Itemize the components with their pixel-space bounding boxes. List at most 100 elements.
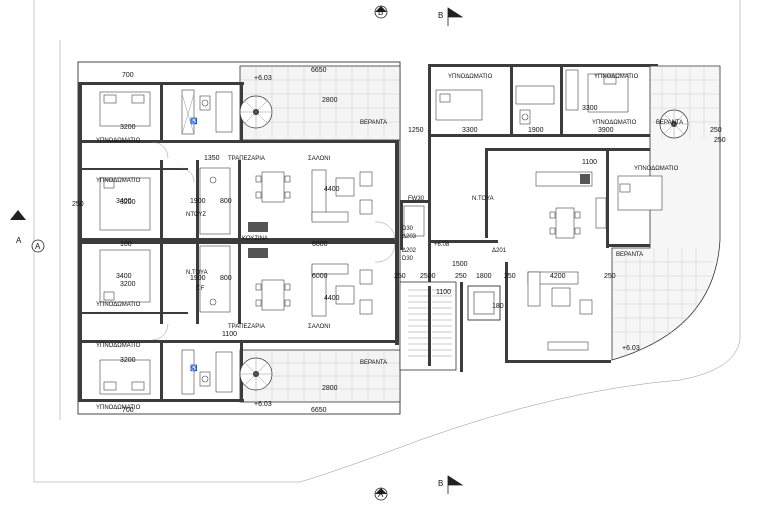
dim-1800: 1800 (476, 273, 492, 280)
room-bedroom-r2: ΥΠΝΟΔΩΜΑΤΙΟ (594, 74, 639, 80)
dim-1100-c: 1100 (436, 289, 451, 296)
room-veranda-r1: ΒΕΡΑΝΤΑ (656, 120, 683, 126)
dim-250-c: 250 (604, 273, 616, 280)
dim-3200-c: 3200 (120, 281, 136, 288)
room-bedroom-3: ΥΠΝΟΔΩΜΑΤΙΟ (96, 302, 141, 308)
dim-6000b: 6000 (312, 273, 328, 280)
dim-3400-a: 3400 (116, 198, 132, 205)
bed-mid-left-2 (99, 249, 151, 303)
dim-700-top: 700 (122, 72, 134, 79)
door-d202: Δ202 (402, 248, 417, 254)
dim-250-g: 250 (72, 201, 84, 208)
room-veranda-r2: ΒΕΡΑΝΤΑ (616, 252, 643, 258)
sofa-bottom (311, 263, 373, 317)
bed-right-2 (587, 73, 629, 113)
sofa-top (311, 169, 373, 223)
dim-1900b: 1900 (528, 127, 544, 134)
dim-3200-b: 3200 (120, 199, 136, 206)
level-bottom-left: +6.03 (254, 401, 272, 408)
room-bedroom-r4: ΥΠΝΟΔΩΜΑΤΙΟ (634, 166, 679, 172)
dim-2800-bot: 2800 (322, 385, 338, 392)
bed-right-1 (435, 89, 483, 121)
room-wc-right: Ν.ΤΟΥΑ (472, 196, 494, 202)
level-right: +6.03 (622, 345, 640, 352)
section-marker-top: B (374, 5, 388, 19)
bed-right-3 (617, 175, 663, 211)
dim-4400-a: 4400 (324, 186, 340, 193)
dim-6000: 6000 (312, 241, 328, 248)
room-dining-bottom: ΤΡΑΠΕΖΑΡΙΑ (228, 324, 265, 330)
corridor-walls (400, 200, 428, 250)
stairwell (399, 281, 501, 372)
room-bedroom-1: ΥΠΝΟΔΩΜΑΤΙΟ (96, 138, 141, 144)
dining-table-bottom (255, 279, 291, 311)
svg-text:♿: ♿ (190, 117, 198, 125)
door-d203: Δ203 (402, 234, 417, 240)
sofa-right (527, 271, 593, 351)
dim-6650-top: 6650 (311, 67, 327, 74)
dim-1500: 1500 (452, 261, 468, 268)
veranda-right (611, 65, 721, 361)
dim-250-b: 250 (504, 273, 516, 280)
dim-250-a: 250 (455, 273, 467, 280)
section-bottom-b: B (438, 479, 443, 488)
plot-boundary (33, 0, 741, 483)
dining-table-right (549, 207, 581, 239)
room-bedroom-5: ΥΠΝΟΔΩΜΑΤΙΟ (96, 405, 141, 411)
room-dining-top: ΤΡΑΠΕΖΑΡΙΑ (228, 156, 265, 162)
dim-2500: 2500 (420, 273, 436, 280)
room-veranda-top: ΒΕΡΑΝΤΑ (360, 120, 387, 126)
dim-800b: 800 (220, 275, 232, 282)
room-tf: T.F (196, 286, 205, 292)
room-bedroom-4: ΥΠΝΟΔΩΜΑΤΙΟ (96, 343, 141, 349)
section-marker-left: A A (10, 210, 45, 253)
dim-1350: 1350 (204, 155, 220, 162)
room-living-bottom: ΣΑΛΟΝΙ (308, 324, 331, 330)
section-marker-left-label: A (35, 242, 41, 251)
dim-250-d: 250 (394, 273, 406, 280)
dim-1250: 1250 (408, 127, 424, 134)
dim-700-bot: 700 (122, 407, 134, 414)
svg-text:♿: ♿ (190, 364, 198, 372)
section-marker-bottom: A (374, 487, 388, 501)
room-living-top: ΣΑΛΟΝΙ (308, 156, 331, 162)
dining-table-top (255, 171, 291, 203)
spiral-stair-top (239, 95, 273, 129)
dim-1100-a: 1100 (222, 331, 237, 338)
door-d30-a: D30 (402, 226, 414, 232)
dim-3300-b: 3300 (582, 105, 598, 112)
kitchen-right (535, 171, 607, 229)
dim-250-f: 250 (714, 137, 726, 144)
spiral-stair-bottom (239, 357, 273, 391)
dim-1900: 1900 (190, 198, 206, 205)
bathroom-top-left: ♿ (181, 89, 233, 135)
bathroom-right (515, 69, 579, 125)
room-bedroom-r1: ΥΠΝΟΔΩΜΑΤΙΟ (448, 74, 493, 80)
left-walls (78, 82, 399, 402)
dim-3200-d: 3200 (120, 357, 136, 364)
dim-180: 180 (492, 303, 504, 310)
dim-4400-b: 4400 (324, 295, 340, 302)
dim-3400-b: 3400 (116, 273, 132, 280)
level-stair: +6.08 (434, 242, 450, 248)
section-marker-top-label: B (378, 8, 383, 17)
door-d201: Δ201 (492, 248, 507, 254)
room-veranda-bottom: ΒΕΡΑΝΤΑ (360, 360, 387, 366)
dim-1900c: 1900 (190, 275, 206, 282)
kitchen-left (199, 167, 268, 313)
room-bedroom-r3: ΥΠΝΟΔΩΜΑΤΙΟ (592, 120, 637, 126)
dim-3300-a: 3300 (462, 127, 478, 134)
dim-800: 800 (220, 198, 232, 205)
section-marker-bottom-label: A (378, 490, 384, 499)
dim-1100-b: 1100 (582, 159, 597, 166)
bathroom-bottom-left: ♿ (181, 349, 233, 395)
bed-top-left (99, 91, 151, 127)
section-top-b: B (438, 11, 443, 20)
dim-3200-a: 3200 (120, 124, 136, 131)
dim-3900: 3900 (598, 127, 614, 134)
section-top-flag (447, 7, 464, 26)
dim-100: 100 (120, 241, 132, 248)
section-left-a: A (16, 236, 22, 245)
dim-2800-top: 2800 (322, 97, 338, 104)
room-shower: ΝΤΟΥΖ (186, 212, 206, 218)
